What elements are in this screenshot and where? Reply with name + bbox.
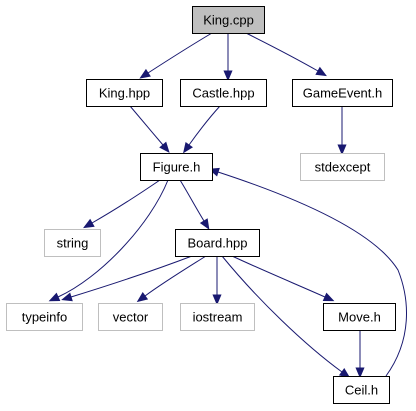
edge-line [91, 179, 161, 224]
edge-board-hpp-to-iostream [212, 256, 222, 306]
arrowhead-icon [199, 218, 210, 230]
node-label: Castle.hpp [192, 86, 254, 101]
edge-figure-h-to-board-hpp [179, 179, 210, 230]
node-box [98, 303, 163, 331]
node-box [86, 79, 163, 107]
node-box [333, 376, 390, 404]
node-vector: vector [98, 303, 163, 331]
edge-line [179, 179, 205, 222]
node-king-cpp[interactable]: King.cpp [192, 6, 265, 34]
arrowhead-icon [159, 141, 170, 153]
edge-king-cpp-to-king-hpp [139, 32, 213, 79]
edge-line [245, 32, 319, 72]
edge-line [57, 179, 169, 298]
arrowhead-icon [337, 144, 347, 156]
arrowhead-icon [223, 70, 233, 82]
edge-board-hpp-to-vector [136, 255, 207, 303]
graph-edges [48, 32, 407, 379]
edge-board-hpp-to-typeinfo [61, 255, 193, 302]
node-label: vector [113, 310, 149, 325]
arrowhead-icon [212, 294, 222, 306]
node-king-hpp[interactable]: King.hpp [86, 79, 163, 107]
arrowhead-icon [48, 292, 61, 302]
node-label: typeinfo [22, 310, 68, 325]
edge-line [217, 171, 407, 377]
node-box [180, 79, 267, 107]
node-label: GameEvent.h [303, 86, 383, 101]
edge-move-h-to-ceil-h [355, 330, 365, 379]
edge-king-cpp-to-castle-hpp [223, 33, 233, 82]
node-figure-h[interactable]: Figure.h [140, 153, 213, 181]
node-iostream: iostream [180, 303, 255, 331]
edge-castle-hpp-to-figure-h [183, 105, 221, 154]
node-box [300, 153, 385, 181]
edge-gameevent-h-to-stdexcept [337, 106, 347, 156]
edge-line [147, 32, 213, 74]
node-string: string [44, 229, 101, 257]
node-label: Move.h [338, 310, 381, 325]
node-stdexcept: stdexcept [300, 153, 385, 181]
edge-line [231, 255, 326, 298]
edge-board-hpp-to-move-h [231, 255, 335, 302]
node-box [175, 229, 260, 257]
node-typeinfo: typeinfo [6, 303, 83, 331]
edge-figure-h-to-string [83, 179, 161, 229]
arrowhead-icon [322, 292, 335, 302]
arrowhead-icon [315, 66, 327, 77]
node-label: King.hpp [99, 86, 150, 101]
node-label: Ceil.h [345, 383, 378, 398]
arrowhead-icon [183, 141, 193, 154]
edge-line [221, 255, 343, 373]
node-board-hpp[interactable]: Board.hpp [175, 229, 260, 257]
node-box [323, 303, 396, 331]
edge-line [129, 105, 164, 146]
node-box [6, 303, 83, 331]
node-label: King.cpp [203, 13, 254, 28]
edge-king-hpp-to-figure-h [129, 105, 170, 153]
edge-line [188, 105, 221, 146]
arrowhead-icon [83, 218, 95, 229]
edge-line [144, 255, 207, 297]
node-box [44, 229, 101, 257]
node-box [292, 79, 393, 107]
node-box [180, 303, 255, 331]
arrowhead-icon [355, 367, 365, 379]
node-ceil-h[interactable]: Ceil.h [333, 376, 390, 404]
node-label: Figure.h [153, 160, 201, 175]
node-label: string [57, 236, 89, 251]
edge-line [70, 255, 193, 298]
node-box [140, 153, 213, 181]
node-move-h[interactable]: Move.h [323, 303, 396, 331]
node-castle-hpp[interactable]: Castle.hpp [180, 79, 267, 107]
node-box [192, 6, 265, 34]
arrowhead-icon [61, 292, 73, 302]
node-gameevent-h[interactable]: GameEvent.h [292, 79, 393, 107]
node-label: iostream [193, 310, 243, 325]
edge-figure-h-to-typeinfo [48, 179, 169, 302]
node-label: stdexcept [315, 160, 371, 175]
edge-king-cpp-to-gameevent-h [245, 32, 327, 77]
arrowhead-icon [139, 68, 151, 79]
node-label: Board.hpp [188, 236, 248, 251]
arrowhead-icon [136, 292, 149, 303]
